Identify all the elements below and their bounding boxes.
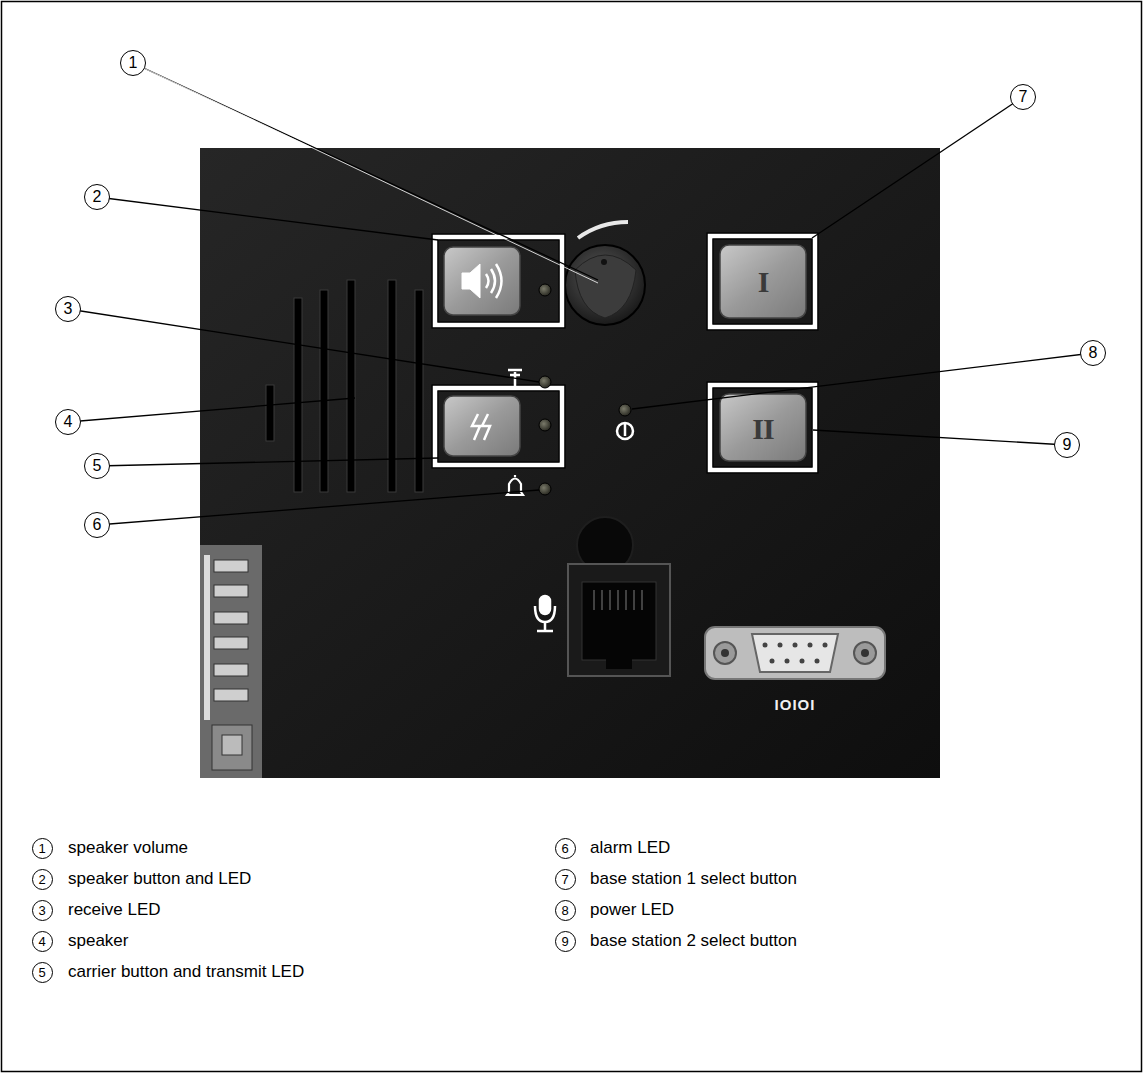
legend-text: base station 2 select button bbox=[590, 932, 797, 951]
carrier-icon bbox=[472, 414, 490, 440]
callout-text: 8 bbox=[561, 904, 568, 917]
highlight-frames bbox=[432, 233, 818, 473]
callout-number: 1 bbox=[32, 838, 53, 859]
callout-number: 2 bbox=[84, 184, 110, 210]
callout-number: 4 bbox=[32, 931, 53, 952]
knob-grip bbox=[575, 255, 636, 318]
callout-number: 3 bbox=[32, 900, 53, 921]
legend-text: alarm LED bbox=[590, 839, 670, 858]
leds bbox=[539, 284, 631, 495]
callout-number: 6 bbox=[555, 838, 576, 859]
callout-text: 5 bbox=[38, 966, 45, 979]
volume-arc bbox=[578, 222, 628, 238]
callout-text: 2 bbox=[38, 873, 45, 886]
legend-text: base station 1 select button bbox=[590, 870, 797, 889]
legend-text: power LED bbox=[590, 901, 674, 920]
callout-text: 5 bbox=[93, 458, 102, 474]
legend-text: speaker button and LED bbox=[68, 870, 251, 889]
callout-text: 4 bbox=[64, 414, 73, 430]
callout-number: 4 bbox=[55, 409, 81, 435]
legend-text: speaker bbox=[68, 932, 128, 951]
callout-number: 5 bbox=[84, 453, 110, 479]
callout-number: 7 bbox=[555, 869, 576, 890]
legend-text: carrier button and transmit LED bbox=[68, 963, 304, 982]
buttons bbox=[444, 245, 806, 461]
callout-text: 1 bbox=[38, 842, 45, 855]
button-label: I bbox=[758, 265, 769, 298]
callout-number: 3 bbox=[55, 296, 81, 322]
callout-text: 7 bbox=[561, 873, 568, 886]
callout-number: 8 bbox=[555, 900, 576, 921]
port-label: IOIOI bbox=[775, 697, 816, 714]
serial-port bbox=[705, 627, 885, 679]
terminal-block bbox=[200, 545, 262, 778]
callout-number: 2 bbox=[32, 869, 53, 890]
callout-number: 9 bbox=[555, 931, 576, 952]
callout-number: 1 bbox=[120, 50, 146, 76]
leader-lines bbox=[68, 63, 1093, 525]
microphone-symbol bbox=[535, 596, 555, 631]
microphone-jack bbox=[568, 564, 670, 676]
legend-text: speaker volume bbox=[68, 839, 188, 858]
callout-text: 7 bbox=[1019, 89, 1028, 105]
callout-text: 6 bbox=[561, 842, 568, 855]
button-label: II bbox=[752, 412, 773, 445]
callout-number: 7 bbox=[1010, 84, 1036, 110]
callout-text: 1 bbox=[129, 55, 138, 71]
callout-text: 6 bbox=[93, 517, 102, 533]
callout-number: 6 bbox=[84, 512, 110, 538]
callout-text: 3 bbox=[38, 904, 45, 917]
callout-number: 9 bbox=[1054, 432, 1080, 458]
power-symbol bbox=[617, 423, 633, 439]
callout-text: 9 bbox=[1063, 437, 1072, 453]
knob-dot bbox=[601, 259, 607, 265]
panel-photo bbox=[200, 148, 940, 778]
callout-text: 3 bbox=[64, 301, 73, 317]
legend-text: receive LED bbox=[68, 901, 161, 920]
callout-text: 4 bbox=[38, 935, 45, 948]
callout-text: 8 bbox=[1089, 345, 1098, 361]
callout-text: 9 bbox=[561, 935, 568, 948]
volume-knob bbox=[565, 245, 645, 325]
speaker-icon bbox=[462, 264, 502, 298]
callout-number: 5 bbox=[32, 962, 53, 983]
callout-number: 8 bbox=[1080, 340, 1106, 366]
callout-text: 2 bbox=[93, 189, 102, 205]
